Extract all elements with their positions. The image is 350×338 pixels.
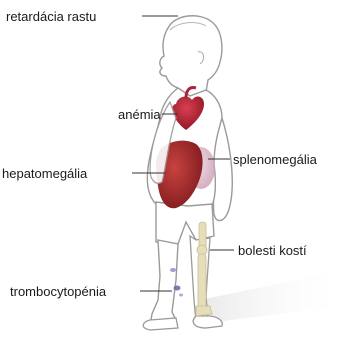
back-foot	[193, 316, 222, 328]
label-hepatomegaly: hepatomegália	[2, 166, 87, 181]
floor-shadow	[200, 270, 350, 322]
label-thrombocytopenia: trombocytopénia	[10, 284, 106, 299]
label-anemia: anémia	[118, 107, 161, 122]
label-splenomegaly: splenomegália	[233, 152, 317, 167]
label-growth-retardation: retardácia rastu	[6, 9, 96, 24]
front-foot	[143, 318, 178, 330]
label-bone-pain: bolesti kostí	[238, 243, 307, 258]
front-leg	[150, 240, 178, 326]
head	[160, 16, 222, 96]
